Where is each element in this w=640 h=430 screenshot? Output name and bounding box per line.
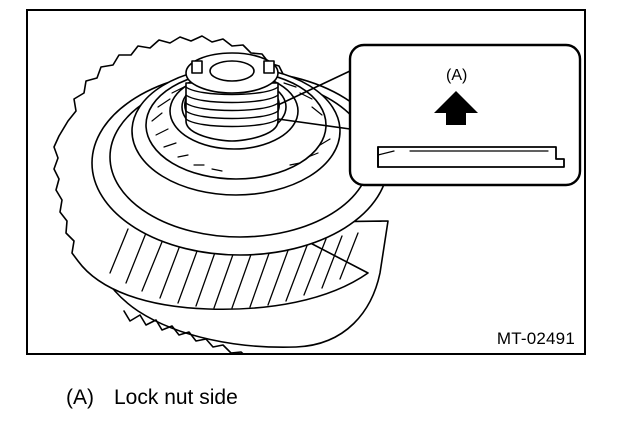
up-arrow [434, 91, 478, 125]
legend-text: Lock nut side [114, 386, 238, 409]
callout-letter: (A) [446, 67, 468, 84]
callout-leader [277, 70, 351, 106]
callout-leader [277, 118, 351, 130]
gear-assembly-illustration [53, 35, 582, 353]
lower-gear-teeth [123, 310, 244, 353]
washer-cross-section [377, 146, 565, 168]
figure-code: MT-02491 [495, 329, 576, 349]
lock-nut-notch [263, 60, 275, 74]
lock-nut-bore [209, 60, 255, 82]
legend-key: (A) [66, 386, 94, 409]
figure-frame: (A) MT-02491 [26, 9, 586, 355]
hub-splines [151, 78, 331, 172]
lock-nut-notch [191, 60, 203, 74]
lock-nut-body [185, 82, 279, 142]
lock-nut-top [185, 52, 279, 94]
legend: (A) Lock nut side [66, 386, 238, 410]
lock-nut-threads [185, 86, 279, 128]
